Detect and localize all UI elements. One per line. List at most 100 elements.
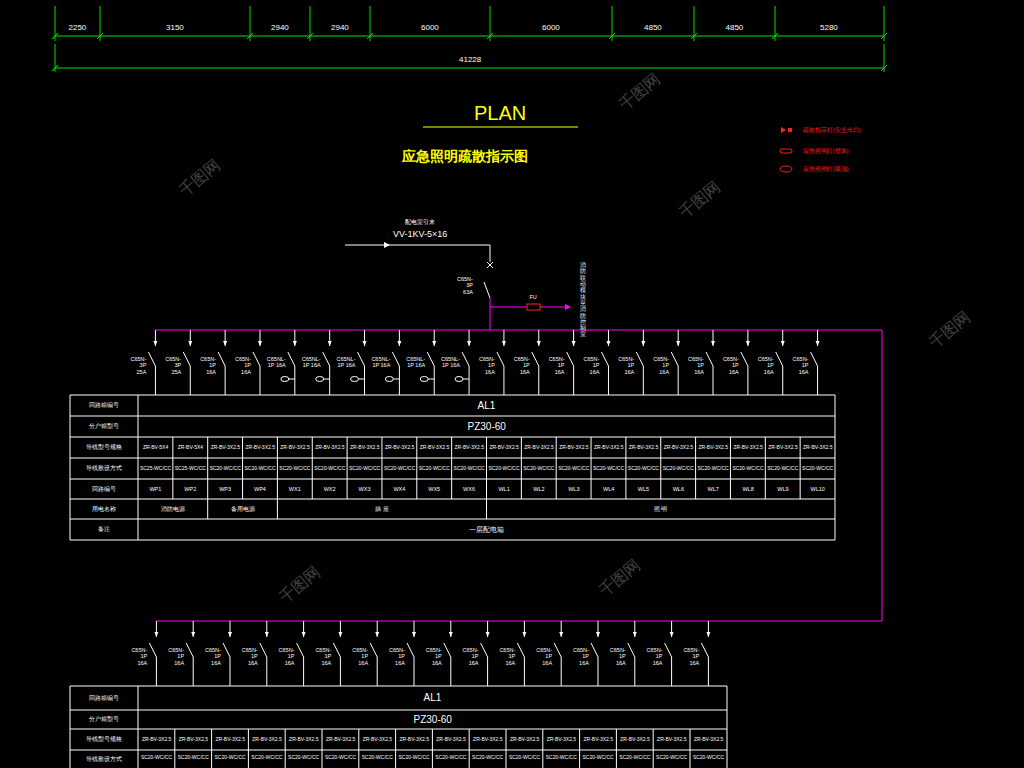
table-rule bbox=[70, 686, 71, 768]
arrowhead bbox=[746, 341, 750, 346]
table-rule bbox=[542, 729, 543, 768]
table-cell: ZR-BV-3X2.5 bbox=[455, 445, 484, 451]
arrowhead bbox=[633, 632, 637, 637]
arrowhead bbox=[328, 341, 332, 346]
branch-wire bbox=[193, 657, 194, 686]
table-cell: SC20-WC/CC bbox=[251, 755, 282, 761]
table-header: 分户箱型号 bbox=[89, 716, 119, 723]
table-cell: WL9 bbox=[777, 486, 788, 492]
table-cell: SC20-WC/CC bbox=[802, 466, 833, 472]
table-cell: SC25-WC/CC bbox=[140, 466, 171, 472]
table-rule bbox=[625, 437, 626, 499]
rcd-link bbox=[428, 379, 434, 380]
branch-wire bbox=[598, 657, 599, 686]
isolator-mark bbox=[487, 262, 493, 268]
table-cell: SC20-WC/CC bbox=[472, 755, 503, 761]
branch-wire bbox=[377, 657, 378, 686]
dimension-text: 5280 bbox=[820, 23, 838, 32]
breaker-blade bbox=[186, 643, 193, 657]
branch-wire bbox=[678, 366, 679, 395]
breaker-blade bbox=[444, 643, 451, 657]
breaker-blade bbox=[701, 643, 708, 657]
breaker-label: C65N-1P 16A bbox=[549, 356, 565, 375]
breaker-blade bbox=[484, 282, 490, 298]
dimension-text: 4850 bbox=[644, 23, 662, 32]
drawing-title: PLAN bbox=[474, 102, 526, 125]
breaker-blade bbox=[323, 352, 330, 366]
table-cell: ZR-BV-3X2.5 bbox=[803, 445, 832, 451]
breaker-blade bbox=[288, 352, 295, 366]
rcd-link bbox=[289, 379, 295, 380]
table-rule bbox=[70, 729, 727, 730]
branch-wire bbox=[634, 657, 635, 686]
branch-wire bbox=[671, 657, 672, 686]
branch-wire bbox=[782, 366, 783, 395]
table-rule bbox=[70, 686, 727, 687]
breaker-blade bbox=[149, 643, 156, 657]
table-cell: PZ30-60 bbox=[468, 421, 506, 433]
table-rule bbox=[347, 437, 348, 499]
arrowhead bbox=[363, 341, 367, 346]
table-cell: ZR-BV-3X2.5 bbox=[289, 737, 318, 743]
table-cell: WX2 bbox=[324, 486, 336, 492]
table-cell: SC20-WC/CC bbox=[362, 755, 393, 761]
table-rule bbox=[70, 710, 727, 711]
table-rule bbox=[312, 437, 313, 499]
branch-wire bbox=[747, 366, 748, 395]
table-rule bbox=[70, 437, 835, 438]
breaker-blade bbox=[370, 643, 377, 657]
arrowhead bbox=[412, 632, 416, 637]
table-cell: WL2 bbox=[533, 486, 544, 492]
dimension-tick bbox=[487, 33, 493, 39]
exit-sign-symbol bbox=[781, 127, 786, 133]
table-header: 回路箱编号 bbox=[89, 402, 119, 409]
breaker-blade bbox=[591, 643, 598, 657]
table-cell: ZR-BV-3X2.5 bbox=[768, 445, 797, 451]
breaker-blade bbox=[628, 643, 635, 657]
table-rule bbox=[469, 729, 470, 768]
breaker-label: C65N-1P 16A bbox=[131, 647, 147, 666]
branch-wire bbox=[817, 366, 818, 395]
arrowhead bbox=[641, 341, 645, 346]
branch-wire bbox=[266, 657, 267, 686]
rcd-link bbox=[463, 379, 469, 380]
arrowhead bbox=[596, 632, 600, 637]
breaker-blade bbox=[333, 643, 340, 657]
table-rule bbox=[70, 458, 835, 459]
table-rule bbox=[506, 729, 507, 768]
branch-wire bbox=[434, 366, 435, 395]
table-cell: WX3 bbox=[359, 486, 371, 492]
isolator-mark bbox=[487, 262, 493, 268]
table-header: 导线型号规格 bbox=[86, 736, 122, 743]
table-cell: ZR-BV-3X2.5 bbox=[547, 737, 576, 743]
table-cell: WX4 bbox=[393, 486, 405, 492]
breaker-label: C65NL-1P 16A bbox=[337, 356, 356, 369]
breaker-label: C65N-3P 25A bbox=[130, 356, 146, 375]
table-rule bbox=[70, 479, 835, 480]
table-rule bbox=[521, 437, 522, 499]
arrowhead bbox=[711, 341, 715, 346]
table-cell: ZR-BV-3X2.5 bbox=[315, 445, 344, 451]
table-cell: ZR-BV-3X2.5 bbox=[142, 737, 171, 743]
breaker-label: C65N-1P 16A bbox=[536, 647, 552, 666]
table-cell: SC20-WC/CC bbox=[619, 755, 650, 761]
table-cell: SC20-WC/CC bbox=[656, 755, 687, 761]
fuse-label: FU bbox=[530, 294, 537, 300]
table-cell: ZR-BV-5X4 bbox=[178, 445, 203, 451]
arrowhead bbox=[228, 632, 232, 637]
table-cell: 照 明 bbox=[654, 506, 668, 513]
table-rule bbox=[486, 499, 487, 519]
branch-wire bbox=[190, 366, 191, 395]
breaker-blade bbox=[462, 352, 469, 366]
watermark: 千图网 bbox=[276, 563, 325, 608]
table-cell: AL1 bbox=[478, 400, 496, 412]
breaker-blade bbox=[223, 643, 230, 657]
table-cell: WL5 bbox=[638, 486, 649, 492]
breaker-label: C65NL-1P 16A bbox=[371, 356, 390, 369]
breaker-label: C65N-1P 16A bbox=[688, 356, 704, 375]
rcd-link bbox=[324, 379, 330, 380]
breaker-label: C65N-1P 16A bbox=[647, 647, 663, 666]
table-cell: ZR-BV-3X2.5 bbox=[620, 737, 649, 743]
legend-text: 应急照明灯(壁装) bbox=[803, 148, 849, 154]
breaker-label: C65N-1P 16A bbox=[242, 647, 258, 666]
